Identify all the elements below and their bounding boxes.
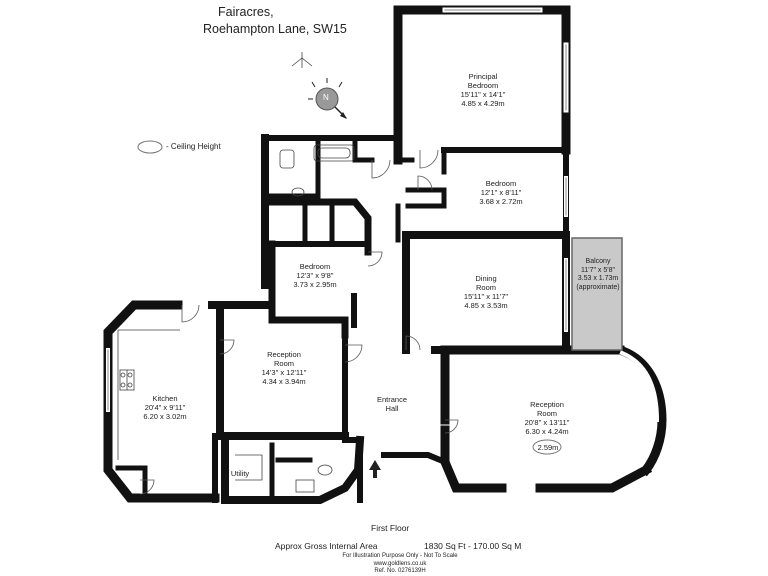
entrance-arrow bbox=[369, 460, 381, 478]
walls bbox=[103, 5, 667, 504]
fixtures bbox=[117, 52, 355, 493]
bedroom-3-label: Bedroom 12'3" x 9'8" 3.73 x 2.95m bbox=[293, 262, 337, 289]
utility-label: Utility bbox=[230, 469, 250, 478]
kitchen-label: Kitchen 20'4" x 9'11" 6.20 x 3.02m bbox=[143, 394, 187, 421]
disclaimer: For Illustration Purpose Only - Not To S… bbox=[342, 553, 458, 559]
compass bbox=[308, 78, 347, 119]
entrance-hall-label: Entrance Hall bbox=[376, 395, 408, 413]
address-line-1: Fairacres, bbox=[218, 5, 274, 19]
dining-room-label: Dining Room 15'11" x 11'7" 4.85 x 3.53m bbox=[463, 274, 509, 310]
toilet bbox=[291, 187, 305, 197]
reception-ceiling-marker bbox=[532, 439, 562, 455]
area-value: 1830 Sq Ft - 170.00 Sq M bbox=[424, 541, 522, 551]
reception-2-label: Reception Room 20'8" x 13'11" 6.30 x 4.2… bbox=[524, 400, 570, 436]
reference-number: Ref. No. 0276139H bbox=[374, 568, 426, 574]
compass-letter: N bbox=[323, 93, 329, 102]
bathtub bbox=[313, 144, 355, 162]
bedroom-3-walls bbox=[261, 198, 372, 256]
reception-1-label: Reception Room 14'3" x 12'11" 4.34 x 3.9… bbox=[261, 350, 307, 386]
ceiling-legend bbox=[137, 140, 163, 154]
balcony-label: Balcony 11'7" x 5'8" 3.53 x 1.73m (appro… bbox=[576, 258, 620, 291]
floor-label: First Floor bbox=[371, 523, 410, 533]
basin bbox=[279, 149, 295, 169]
bedroom-2-label: Bedroom 12'1" x 8'11" 3.68 x 2.72m bbox=[479, 179, 523, 206]
ceiling-height-icon bbox=[137, 140, 163, 154]
balcony-area bbox=[571, 237, 623, 351]
ceiling-height-label: - Ceiling Height bbox=[166, 142, 221, 151]
doors bbox=[139, 149, 459, 495]
utility-walls bbox=[221, 435, 365, 504]
principal-bedroom-label: Principal Bedroom 15'11" x 14'1" 4.85 x … bbox=[460, 72, 506, 108]
reception-2-ceiling: 2.59m bbox=[537, 443, 559, 452]
address-line-2: Roehampton Lane, SW15 bbox=[203, 22, 347, 36]
area-label: Approx Gross Internal Area bbox=[275, 541, 378, 551]
bay-window bbox=[614, 344, 667, 477]
compass-icon bbox=[315, 87, 339, 111]
website: www.goldlens.co.uk bbox=[373, 561, 427, 567]
